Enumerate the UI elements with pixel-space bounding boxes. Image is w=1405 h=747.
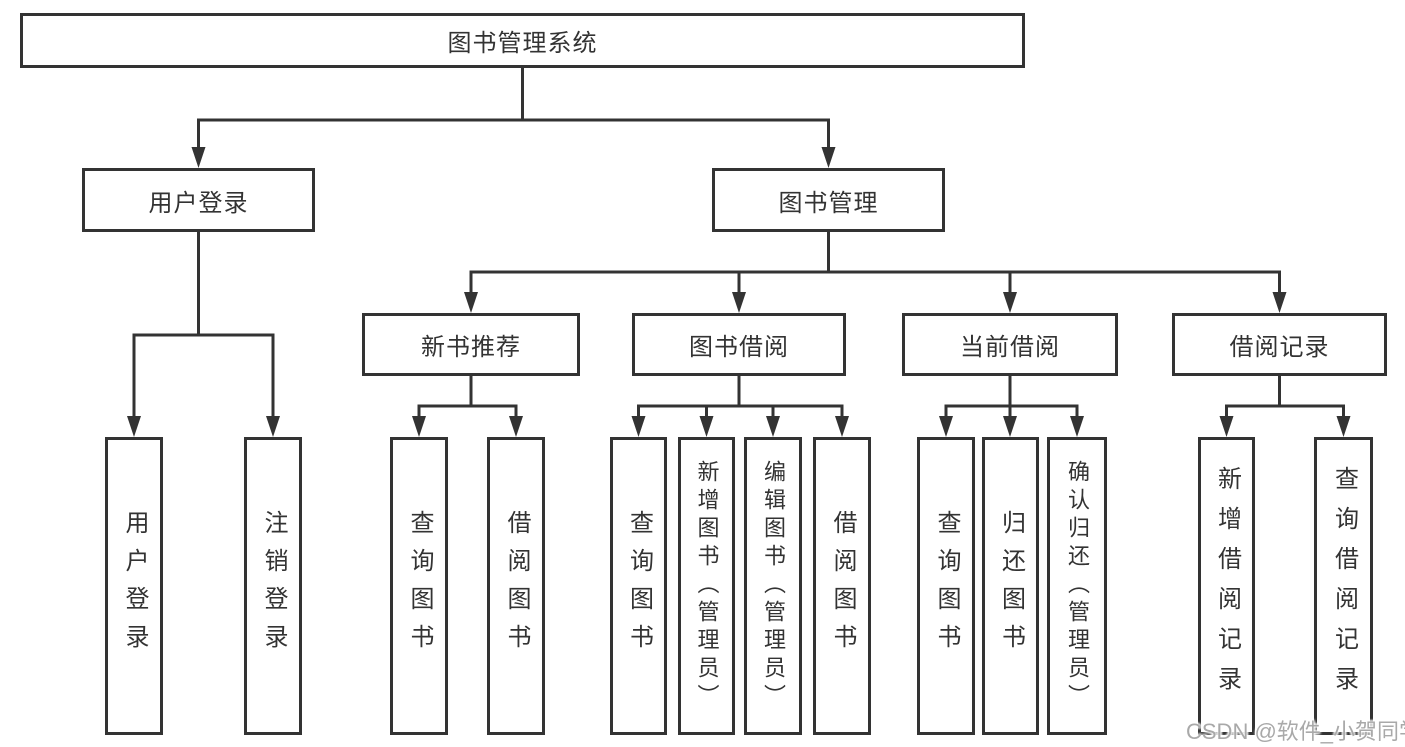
connector-line: [1225, 376, 1345, 420]
leaf-logout-login: 注销登录: [244, 437, 302, 735]
node-borrowing-records-label: 借阅记录: [1229, 334, 1330, 361]
connector-line: [417, 376, 518, 420]
leaf-query-books-borrow-label: 查询图书: [625, 510, 653, 662]
leaf-return-books: 归还图书: [982, 437, 1039, 735]
node-current-borrowing-label: 当前借阅: [960, 334, 1060, 361]
watermark: CSDN @软件_小贺同学: [1186, 719, 1405, 744]
leaf-query-books-current: 查询图书: [917, 437, 975, 735]
node-root: 图书管理系统: [20, 13, 1025, 68]
arrow-down-icon: [766, 416, 780, 437]
leaf-add-borrow-record-label: 新增借阅记录: [1213, 466, 1241, 706]
leaf-user-login-label: 用户登录: [121, 510, 148, 662]
node-root-label: 图书管理系统: [447, 30, 598, 57]
leaf-query-books-recommend: 查询图书: [390, 437, 448, 735]
leaf-add-borrow-record: 新增借阅记录: [1198, 437, 1255, 735]
leaf-query-books-borrow: 查询图书: [610, 437, 667, 735]
leaf-query-books-recommend-label: 查询图书: [406, 510, 433, 662]
arrow-down-icon: [1272, 292, 1287, 313]
leaf-query-books-current-label: 查询图书: [933, 510, 960, 662]
leaf-borrow-books-recommend: 借阅图书: [487, 437, 545, 735]
node-borrowing-records: 借阅记录: [1172, 313, 1387, 376]
arrow-down-icon: [939, 416, 953, 437]
arrow-down-icon: [1336, 416, 1351, 437]
arrow-down-icon: [821, 147, 836, 168]
node-current-borrowing: 当前借阅: [902, 313, 1118, 376]
arrow-down-icon: [835, 416, 849, 437]
connector-line: [637, 376, 844, 420]
node-new-book-recommendation: 新书推荐: [362, 313, 580, 376]
arrow-down-icon: [631, 416, 646, 437]
arrow-down-icon: [464, 292, 478, 313]
leaf-borrow-books-label: 借阅图书: [829, 510, 856, 662]
leaf-borrow-books: 借阅图书: [813, 437, 871, 735]
arrow-down-icon: [127, 416, 141, 437]
leaf-logout-login-label: 注销登录: [260, 510, 287, 662]
node-user-login-label: 用户登录: [148, 189, 249, 217]
connector-line: [469, 232, 1281, 294]
node-book-management-label: 图书管理: [778, 189, 879, 217]
leaf-add-books-admin: 新增图书（管理员）: [678, 437, 735, 735]
leaf-borrow-books-recommend-label: 借阅图书: [503, 510, 530, 662]
arrow-down-icon: [699, 416, 714, 437]
node-book-borrowing-label: 图书借阅: [689, 334, 789, 361]
arrow-down-icon: [1219, 416, 1234, 437]
leaf-user-login: 用户登录: [105, 437, 163, 735]
leaf-query-borrow-record: 查询借阅记录: [1314, 437, 1373, 735]
leaf-edit-books-admin-label: 编辑图书（管理员）: [761, 460, 786, 712]
arrow-down-icon: [191, 147, 206, 168]
connector-line: [197, 68, 830, 149]
arrow-down-icon: [732, 292, 746, 313]
connector-line: [132, 232, 275, 420]
node-book-borrowing: 图书借阅: [632, 313, 846, 376]
leaf-confirm-return-admin-label: 确认归还（管理员）: [1065, 460, 1090, 712]
leaf-add-books-admin-label: 新增图书（管理员）: [694, 460, 720, 712]
arrow-down-icon: [412, 416, 426, 437]
leaf-query-borrow-record-label: 查询借阅记录: [1330, 466, 1358, 706]
node-user-login: 用户登录: [82, 168, 315, 232]
leaf-edit-books-admin: 编辑图书（管理员）: [744, 437, 802, 735]
node-book-management: 图书管理: [712, 168, 945, 232]
arrow-down-icon: [1003, 292, 1017, 313]
node-new-book-recommendation-label: 新书推荐: [421, 334, 521, 361]
arrow-down-icon: [509, 416, 523, 437]
leaf-return-books-label: 归还图书: [997, 510, 1025, 662]
arrow-down-icon: [1003, 416, 1017, 437]
leaf-confirm-return-admin: 确认归还（管理员）: [1047, 437, 1107, 735]
connector-line: [944, 376, 1079, 420]
arrow-down-icon: [1070, 416, 1084, 437]
arrow-down-icon: [266, 416, 280, 437]
